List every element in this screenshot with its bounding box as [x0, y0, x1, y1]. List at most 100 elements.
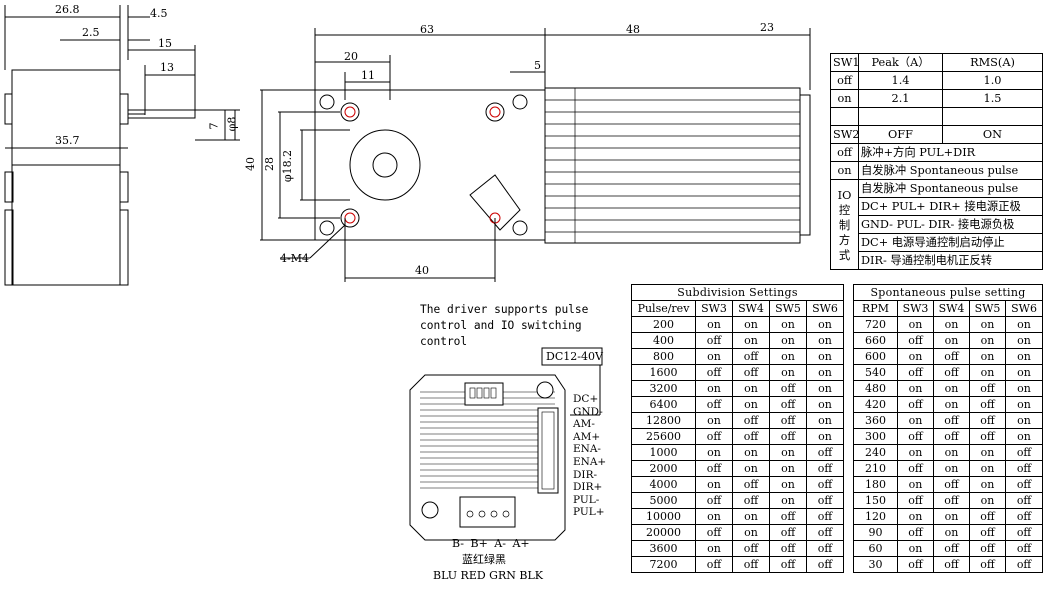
switch-state: off [969, 428, 1006, 445]
sw2-on: ON [942, 125, 1043, 144]
switch-state: on [1004, 332, 1044, 349]
switch-state: off [933, 364, 970, 381]
switch-state: off [732, 556, 770, 573]
switch-state: off [769, 508, 807, 525]
supply-voltage: DC12-40V [546, 350, 603, 363]
switch-state: off [769, 412, 807, 429]
row-value: 6400 [631, 396, 696, 413]
switch-state: off [969, 556, 1006, 573]
switch-state: off [695, 556, 733, 573]
dim-2-5: 2.5 [82, 26, 100, 39]
switch-state: off [897, 332, 934, 349]
switch-state: on [695, 412, 733, 429]
pin-ena-plus: ENA+ [573, 455, 607, 468]
switch-state: on [933, 444, 970, 461]
switch-state: on [969, 476, 1006, 493]
col-pulse-rev: Pulse/rev [631, 300, 696, 317]
switch-state: on [732, 460, 770, 477]
col-sw6: SW6 [805, 300, 845, 317]
sw2-header: SW2 [830, 125, 859, 144]
col-sw6: SW6 [1004, 300, 1044, 317]
switch-state: off [695, 524, 733, 541]
switch-state: off [769, 556, 807, 573]
switch-state: on [805, 412, 845, 429]
switch-state: on [897, 348, 934, 365]
pin-pul-minus: PUL- [573, 493, 600, 506]
pin-ena-minus: ENA- [573, 443, 601, 456]
row-value: 30 [853, 556, 898, 573]
switch-state: on [769, 364, 807, 381]
io-row: DC+ PUL+ DIR+ 接电源正极 [858, 197, 1043, 216]
row-value: 90 [853, 524, 898, 541]
switch-state: on [969, 444, 1006, 461]
switch-state: on [969, 492, 1006, 509]
row-value: 600 [853, 348, 898, 365]
switch-state: on [897, 476, 934, 493]
col-sw5: SW5 [769, 300, 807, 317]
sw1-header: SW1 [830, 53, 859, 72]
switch-state: off [1004, 508, 1044, 525]
dim-15: 15 [158, 37, 172, 50]
switch-state: on [695, 540, 733, 557]
row-value: 180 [853, 476, 898, 493]
switch-state: off [933, 348, 970, 365]
switch-state: off [695, 364, 733, 381]
switch-state: on [805, 380, 845, 397]
switch-state: off [695, 332, 733, 349]
switch-state: on [695, 444, 733, 461]
switch-state: off [695, 492, 733, 509]
switch-state: off [897, 460, 934, 477]
spontaneous-title: Spontaneous pulse setting [852, 284, 1044, 301]
io-row: DIR- 导通控制电机正反转 [858, 251, 1043, 270]
dim-26-8: 26.8 [55, 3, 80, 16]
mode-off-key: off [830, 143, 859, 162]
subdivision-settings-table: Subdivision Settings Pulse/rev SW3 SW4 S… [630, 284, 845, 573]
switch-state: off [732, 348, 770, 365]
switch-state: on [769, 476, 807, 493]
dim-40-horizontal: 40 [415, 264, 429, 277]
dim-20: 20 [344, 50, 358, 63]
peak-header: Peak（A） [858, 53, 943, 72]
switch-state: off [969, 396, 1006, 413]
motor-pins: B- B+ A- A+ [452, 537, 530, 550]
switch-state: off [805, 508, 845, 525]
switch-state: on [695, 508, 733, 525]
switch-state: off [805, 476, 845, 493]
dim-23: 23 [760, 21, 774, 34]
switch-state: off [969, 508, 1006, 525]
row-value: 480 [853, 380, 898, 397]
pin-dc-plus: DC+ [573, 393, 599, 405]
switch-state: off [769, 428, 807, 445]
switch-state: on [805, 348, 845, 365]
rms-on: 1.5 [942, 89, 1043, 108]
dim-5: 5 [534, 59, 541, 72]
switch-state: on [805, 396, 845, 413]
switch-state: off [1004, 524, 1044, 541]
mode-on-text: 自发脉冲 Spontaneous pulse [858, 161, 1043, 180]
switch-state: on [933, 316, 970, 333]
switch-state: on [769, 316, 807, 333]
mode-on-key: on [830, 161, 859, 180]
rms-off: 1.0 [942, 71, 1043, 90]
switch-state: off [933, 492, 970, 509]
switch-state: off [1004, 492, 1044, 509]
switch-state: off [769, 524, 807, 541]
switch-state: on [969, 364, 1006, 381]
switch-state: on [933, 396, 970, 413]
row-value: 420 [853, 396, 898, 413]
col-sw4: SW4 [732, 300, 770, 317]
switch-state: on [969, 460, 1006, 477]
switch-state: off [805, 444, 845, 461]
peak-off: 1.4 [858, 71, 943, 90]
